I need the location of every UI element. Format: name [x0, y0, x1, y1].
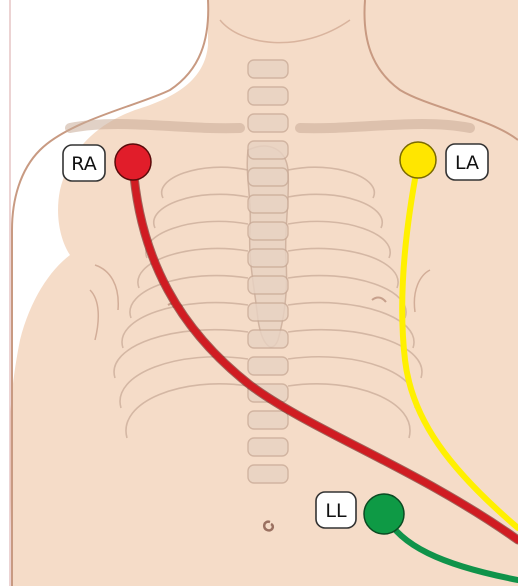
clavicle-right — [70, 124, 240, 128]
vertebra — [248, 276, 288, 294]
la-label-box: LA — [446, 144, 488, 180]
la-electrode — [400, 142, 436, 178]
vertebra — [248, 168, 288, 186]
vertebra — [248, 114, 288, 132]
vertebra — [248, 303, 288, 321]
ll-label: LL — [325, 500, 347, 522]
ll-electrode — [364, 494, 404, 534]
vertebra — [248, 411, 288, 429]
vertebra — [248, 87, 288, 105]
ra-label-box: RA — [63, 145, 105, 181]
la-label: LA — [455, 152, 479, 174]
clavicle-left — [300, 124, 470, 128]
vertebra — [248, 195, 288, 213]
vertebra — [248, 60, 288, 78]
vertebra — [248, 330, 288, 348]
ll-label-box: LL — [316, 492, 356, 528]
vertebra — [248, 357, 288, 375]
ra-label: RA — [71, 153, 96, 175]
vertebra — [248, 465, 288, 483]
vertebra — [248, 141, 288, 159]
vertebra — [248, 222, 288, 240]
vertebra — [248, 438, 288, 456]
vertebra — [248, 249, 288, 267]
ra-electrode — [115, 144, 151, 180]
